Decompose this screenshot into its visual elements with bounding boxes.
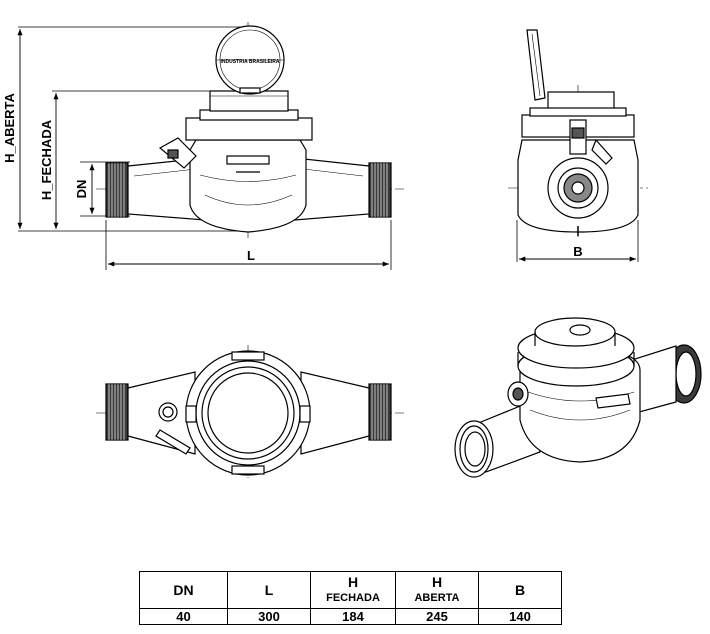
value-b: 140	[478, 608, 562, 625]
label-l: L	[247, 248, 255, 263]
value-h-fechada: 184	[310, 608, 396, 625]
header-b: B	[478, 571, 562, 609]
label-b: B	[573, 244, 582, 259]
spec-table-value-row: 40 300 184 245 140	[139, 608, 562, 625]
value-h-aberta: 245	[395, 608, 479, 625]
spec-table: DN L H FECHADA H ABERTA B 40 300 184 245…	[139, 571, 562, 625]
isometric-view	[454, 317, 702, 478]
header-dn: DN	[139, 571, 228, 609]
header-l: L	[227, 571, 311, 609]
header-h-aberta: H ABERTA	[395, 571, 479, 609]
value-l: 300	[227, 608, 311, 625]
label-h-aberta: H_ABERTA	[2, 92, 17, 162]
label-h-fechada: H_FECHADA	[39, 119, 54, 200]
label-dn: DN	[74, 180, 89, 199]
front-view	[17, 22, 404, 270]
spec-table-header-row: DN L H FECHADA H ABERTA B	[139, 571, 562, 609]
header-h-fechada: H FECHADA	[310, 571, 396, 609]
dial-lid-text: INDUSTRIA BRASILEIRA	[221, 59, 280, 65]
value-dn: 40	[139, 608, 228, 625]
side-view	[508, 29, 648, 262]
top-view	[96, 345, 404, 478]
